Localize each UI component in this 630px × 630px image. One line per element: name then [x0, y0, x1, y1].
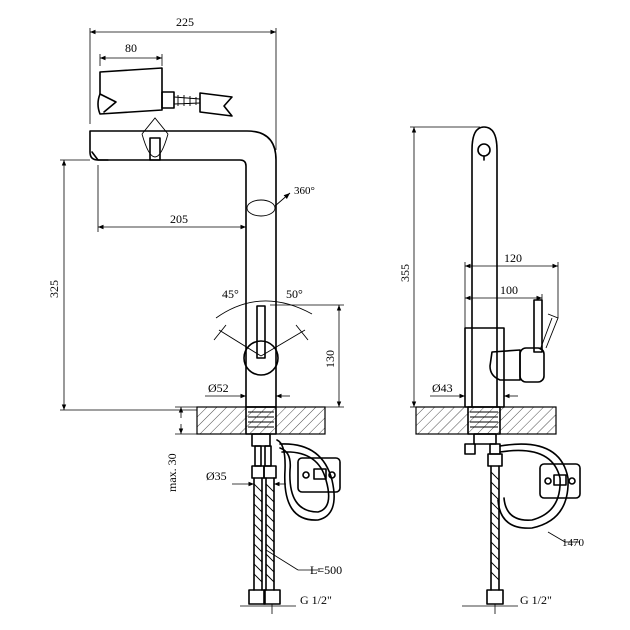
rotation-ellipse: [246, 199, 276, 217]
side-view: 355 120 100 Ø43 1470 G 1/2": [398, 126, 585, 614]
dim-225: 225: [176, 15, 194, 29]
dim-120: 120: [504, 251, 522, 265]
dim-130: 130: [323, 350, 337, 368]
dim-355: 355: [398, 264, 412, 282]
dim-d43: Ø43: [432, 381, 453, 395]
dim-360: 360°: [294, 185, 315, 197]
dim-max30: max. 30: [165, 453, 179, 492]
dim-325: 325: [47, 280, 61, 298]
dim-d35: Ø35: [206, 469, 227, 483]
side-lever: [489, 349, 521, 381]
dim-50: 50°: [286, 287, 303, 301]
front-view: 225 80 360° 205 325 45° 50° 130 Ø52 max.…: [47, 15, 344, 614]
side-body: [464, 327, 505, 408]
dim-100: 100: [500, 283, 518, 297]
front-lever: [213, 300, 313, 376]
dim-80: 80: [125, 41, 137, 55]
dim-d52: Ø52: [208, 381, 229, 395]
dim-205: 205: [170, 212, 188, 226]
dim-1470: 1470: [562, 537, 585, 549]
side-sink-slab: [415, 406, 557, 435]
side-dimensions: [410, 126, 580, 614]
dim-g12-front: G 1/2": [300, 593, 332, 607]
front-spout-tip: [91, 151, 109, 161]
dim-l500: L=500: [310, 563, 342, 577]
front-spout: [89, 130, 277, 408]
side-spout: [471, 126, 498, 408]
dim-g12-side: G 1/2": [520, 593, 552, 607]
side-hoses: [464, 443, 581, 605]
dim-45: 45°: [222, 287, 239, 301]
front-hoses: [248, 439, 341, 605]
front-dimensions: [60, 28, 344, 614]
front-pullout-head: [97, 67, 233, 117]
front-sink-slab: [196, 406, 326, 435]
